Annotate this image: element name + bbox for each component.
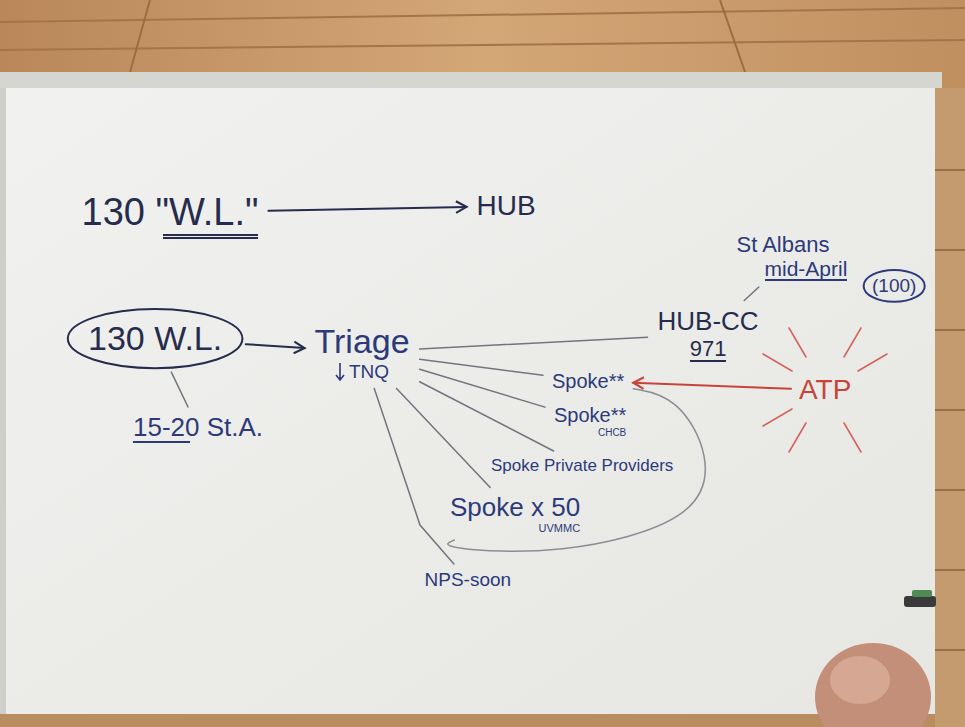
board-frame bbox=[0, 72, 942, 90]
node-text: Triage bbox=[315, 322, 410, 361]
underline bbox=[765, 279, 848, 281]
waitlist-heading: 130 "W.L." bbox=[76, 189, 265, 237]
wood-seam bbox=[0, 40, 965, 50]
oval-stroke bbox=[68, 308, 243, 367]
burst-ray bbox=[844, 423, 861, 452]
connector bbox=[633, 383, 791, 389]
node-text: NPS-soon bbox=[425, 569, 512, 591]
underline bbox=[163, 234, 259, 239]
viewer-head bbox=[815, 643, 931, 727]
node-text: (100) bbox=[872, 275, 916, 297]
spoke-label: Spoke Private Providers bbox=[486, 455, 678, 477]
node-text: 15-20 St.A. bbox=[133, 413, 263, 443]
burst-ray bbox=[789, 328, 806, 357]
oval-stroke bbox=[864, 270, 925, 302]
node-subtext: mid-April bbox=[765, 257, 848, 281]
node-subtext: CHCB bbox=[598, 427, 626, 439]
burst-ray bbox=[763, 354, 792, 371]
node-text: 130 W.L. bbox=[88, 319, 222, 358]
spoke-label: Spoke x 50UVMMC bbox=[445, 492, 585, 537]
node-text: Spoke** bbox=[552, 370, 624, 393]
connector bbox=[268, 207, 466, 211]
node-subtext: 971 bbox=[690, 336, 727, 361]
node-text: HUB bbox=[477, 190, 536, 222]
wood-slats bbox=[935, 88, 965, 727]
connector bbox=[374, 388, 454, 564]
connector bbox=[171, 372, 188, 407]
node-text: St Albans bbox=[737, 232, 830, 257]
hub-label: HUB bbox=[471, 188, 542, 224]
node-text: 130 "W.L." bbox=[82, 191, 259, 235]
spoke-label: Spoke** bbox=[547, 369, 629, 394]
burst-ray bbox=[844, 328, 861, 357]
marker-tray bbox=[904, 596, 936, 607]
burst-ray bbox=[789, 423, 806, 452]
connector bbox=[420, 359, 543, 375]
connector bbox=[448, 389, 706, 552]
atp-label: ATP bbox=[795, 372, 855, 408]
connector bbox=[420, 369, 545, 407]
down-arrow bbox=[335, 362, 345, 382]
nps-label: NPS-soon bbox=[420, 568, 517, 592]
underline bbox=[133, 441, 190, 443]
node-subtext: TNQ bbox=[335, 361, 389, 383]
connector-group bbox=[171, 207, 791, 564]
hub-label: HUB-CC971 bbox=[652, 305, 765, 364]
wood-seam bbox=[130, 0, 150, 72]
down-arrow-stroke bbox=[336, 363, 344, 380]
burst-ray bbox=[763, 409, 792, 426]
connector bbox=[420, 382, 554, 451]
node-text: Spoke Private Providers bbox=[491, 456, 673, 476]
spoke-label: Spoke**CHCB bbox=[549, 403, 631, 440]
node-text: Spoke x 50 bbox=[450, 493, 580, 523]
wood-floor-trim bbox=[0, 714, 935, 727]
triage-label: TriageTNQ bbox=[309, 320, 416, 385]
site-count: 15-20 St.A. bbox=[127, 411, 269, 445]
node-text: Spoke** bbox=[554, 404, 626, 427]
node-text: ATP bbox=[799, 374, 851, 406]
connector bbox=[420, 337, 648, 349]
connector bbox=[246, 344, 305, 348]
node-text: HUB-CC bbox=[658, 307, 759, 337]
waitlist-oval: 130 W.L. bbox=[66, 307, 244, 370]
head-highlight bbox=[830, 656, 890, 704]
underline bbox=[690, 360, 727, 362]
connector bbox=[744, 287, 759, 301]
site-note: St Albansmid-April bbox=[731, 230, 854, 283]
whiteboard bbox=[0, 88, 935, 715]
wood-seam bbox=[720, 0, 745, 72]
connector bbox=[397, 388, 491, 487]
board-edge bbox=[0, 88, 6, 715]
node-subtext: UVMMC bbox=[539, 522, 581, 535]
burst-ray bbox=[858, 354, 887, 371]
burst-rays bbox=[763, 328, 887, 452]
marker-cap bbox=[912, 590, 932, 597]
slat-seams bbox=[935, 170, 965, 650]
count-circle: (100) bbox=[863, 269, 925, 303]
